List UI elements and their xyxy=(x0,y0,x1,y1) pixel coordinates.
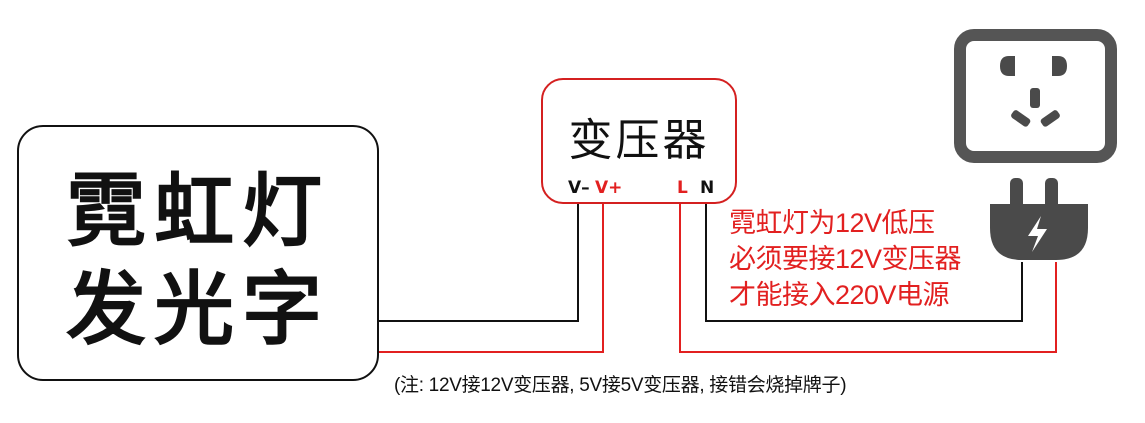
wire-red-neon-to-v-plus xyxy=(379,204,604,353)
warning-line: 必须要接12V变压器 xyxy=(729,244,962,274)
terminal-v-minus: V– xyxy=(568,178,590,198)
neon-sign-box: 霓虹灯 发光字 xyxy=(17,125,379,381)
transformer-box: 变压器 V– V+ L N xyxy=(541,78,737,204)
footnote: (注: 12V接12V变压器, 5V接5V变压器, 接错会烧掉牌子) xyxy=(394,375,847,396)
terminal-n: N xyxy=(700,178,715,198)
terminal-l: L xyxy=(677,178,688,198)
warning-text: 霓虹灯为12V低压 必须要接12V变压器 才能接入220V电源 xyxy=(729,205,962,313)
wire-black-neon-to-v-minus xyxy=(379,204,579,322)
wire-black-n-to-plug xyxy=(705,204,1023,322)
neon-sign-line1: 霓虹灯 xyxy=(66,164,330,258)
power-socket-icon xyxy=(954,29,1117,163)
neon-sign-line2: 发光字 xyxy=(66,262,330,356)
transformer-title: 变压器 xyxy=(568,115,710,166)
warning-line: 霓虹灯为12V低压 xyxy=(729,208,935,238)
terminal-v-plus: V+ xyxy=(595,178,623,198)
power-plug-icon xyxy=(990,178,1088,260)
wire-red-l-to-plug xyxy=(679,204,1057,353)
warning-line: 才能接入220V电源 xyxy=(729,280,950,310)
